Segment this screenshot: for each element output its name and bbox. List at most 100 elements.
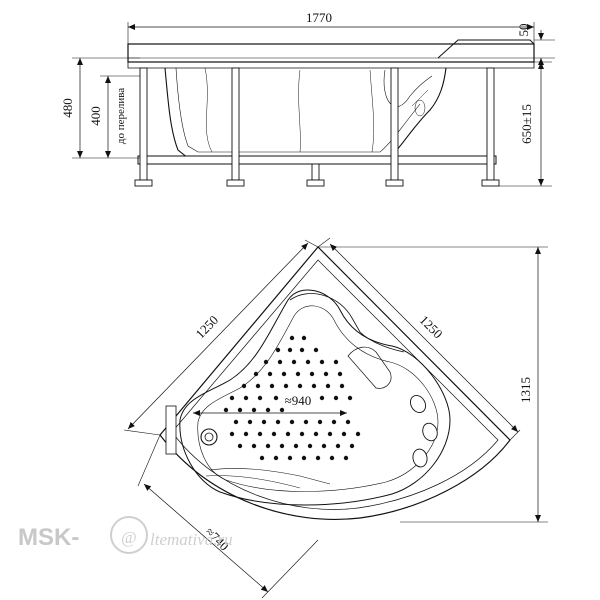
- air-jet-dot: [335, 443, 341, 449]
- air-jet-dot: [229, 395, 235, 401]
- air-jet-dot: [287, 347, 293, 353]
- air-jet-dot: [317, 419, 323, 425]
- air-jet-dot: [341, 431, 347, 437]
- bathtub-body: [164, 67, 447, 159]
- dimension-overall-height: 480: [60, 57, 140, 159]
- air-jet-dot: [323, 371, 329, 377]
- dimension-adjustable-height: 650±15: [499, 61, 552, 187]
- watermark: MSK- @ ltemativa.ru: [18, 516, 233, 554]
- air-jet-dot: [233, 419, 239, 425]
- air-jet-dot: [299, 347, 305, 353]
- air-jet-dot: [257, 395, 263, 401]
- air-jet-dot: [277, 359, 283, 365]
- air-jet-dot: [271, 431, 277, 437]
- air-jet-dot: [313, 431, 319, 437]
- air-jet-dot: [279, 443, 285, 449]
- air-jet-dot: [237, 443, 243, 449]
- overflow-height-label: 400: [88, 106, 103, 126]
- air-jet-dot: [327, 431, 333, 437]
- air-jet-dot: [339, 383, 345, 389]
- air-jet-dot: [291, 359, 297, 365]
- air-jet-dot: [275, 419, 281, 425]
- air-jet-dot: [301, 455, 307, 461]
- air-jet-dot: [321, 443, 327, 449]
- air-jet-dot: [269, 383, 275, 389]
- air-jet-dot: [257, 431, 263, 437]
- air-jet-dot: [343, 455, 349, 461]
- air-jet-dot: [279, 407, 285, 413]
- adjustable-height-label: 650±15: [519, 104, 534, 144]
- air-jet-dot: [311, 383, 317, 389]
- headrest: [437, 39, 535, 59]
- air-jet-dot: [261, 419, 267, 425]
- air-jet-dot: [309, 371, 315, 377]
- air-jet-dot: [293, 443, 299, 449]
- dimension-overflow-height: 400 до перелива: [88, 75, 140, 158]
- air-jet-dot: [265, 443, 271, 449]
- watermark-domain: ltemativa.ru: [150, 530, 233, 549]
- side-view: 1770 50 650±15 480 400: [60, 10, 555, 187]
- watermark-at: @: [121, 528, 137, 547]
- air-jet-dot: [325, 383, 331, 389]
- watermark-brand: MSK-: [18, 524, 79, 551]
- dimension-length: 1770: [127, 10, 535, 44]
- air-jet-dot: [299, 431, 305, 437]
- bathtub-outline: [159, 246, 511, 520]
- air-jet-dot: [307, 443, 313, 449]
- air-jet-dot: [347, 395, 353, 401]
- overall-height-label: 480: [60, 98, 75, 118]
- side-b-label: 1250: [417, 312, 446, 341]
- air-jet-dot: [263, 359, 269, 365]
- air-jet-dot: [253, 371, 259, 377]
- inner-span-label: ≈940: [285, 393, 312, 408]
- air-jet-dot: [331, 419, 337, 425]
- air-jet-dot: [255, 383, 261, 389]
- air-jet-dot: [283, 383, 289, 389]
- support-frame: [137, 155, 497, 165]
- air-jet-dot: [349, 443, 355, 449]
- top-view: 1250 1250 1315 ≈940 ≈740: [123, 237, 548, 599]
- air-jet-dot: [289, 335, 295, 341]
- air-jet-dot: [247, 419, 253, 425]
- air-jet-dot: [319, 359, 325, 365]
- air-jet-dot: [295, 371, 301, 377]
- air-jet-dot: [223, 407, 229, 413]
- bathtub-rim: [127, 43, 535, 63]
- air-jet-dot: [285, 431, 291, 437]
- air-jet-dot: [345, 419, 351, 425]
- air-jet-dot: [267, 371, 273, 377]
- air-jet-dot: [287, 455, 293, 461]
- air-jet-dot: [333, 395, 339, 401]
- length-label: 1770: [306, 10, 332, 25]
- dimension-depth: 1315: [318, 246, 548, 523]
- air-jet-dot: [315, 455, 321, 461]
- air-jet-dot: [337, 371, 343, 377]
- air-jet-dot: [275, 347, 281, 353]
- air-jet-dot: [251, 443, 257, 449]
- air-jet-dot: [243, 395, 249, 401]
- air-jet-dot: [301, 335, 307, 341]
- legs: [134, 67, 500, 187]
- air-jet-dot: [241, 383, 247, 389]
- air-jet-dot: [243, 431, 249, 437]
- air-jet-dot: [333, 359, 339, 365]
- dimension-inner-span: ≈940: [193, 393, 347, 416]
- depth-label: 1315: [518, 377, 533, 403]
- air-jet-dot: [355, 431, 361, 437]
- air-jet-dot: [237, 407, 243, 413]
- air-jet-dot: [273, 395, 279, 401]
- air-jet-dot: [273, 455, 279, 461]
- air-jet-dot: [297, 383, 303, 389]
- air-jet-dot: [259, 455, 265, 461]
- air-jet-dot: [251, 407, 257, 413]
- air-jet-dot: [289, 419, 295, 425]
- air-jet-dot: [305, 359, 311, 365]
- air-jet-dot: [313, 347, 319, 353]
- air-jet-dot: [303, 419, 309, 425]
- air-jet-dot: [329, 455, 335, 461]
- overflow-caption: до перелива: [115, 88, 127, 144]
- air-jet-dot: [229, 431, 235, 437]
- air-jet-dot: [319, 395, 325, 401]
- air-jet-dot: [281, 371, 287, 377]
